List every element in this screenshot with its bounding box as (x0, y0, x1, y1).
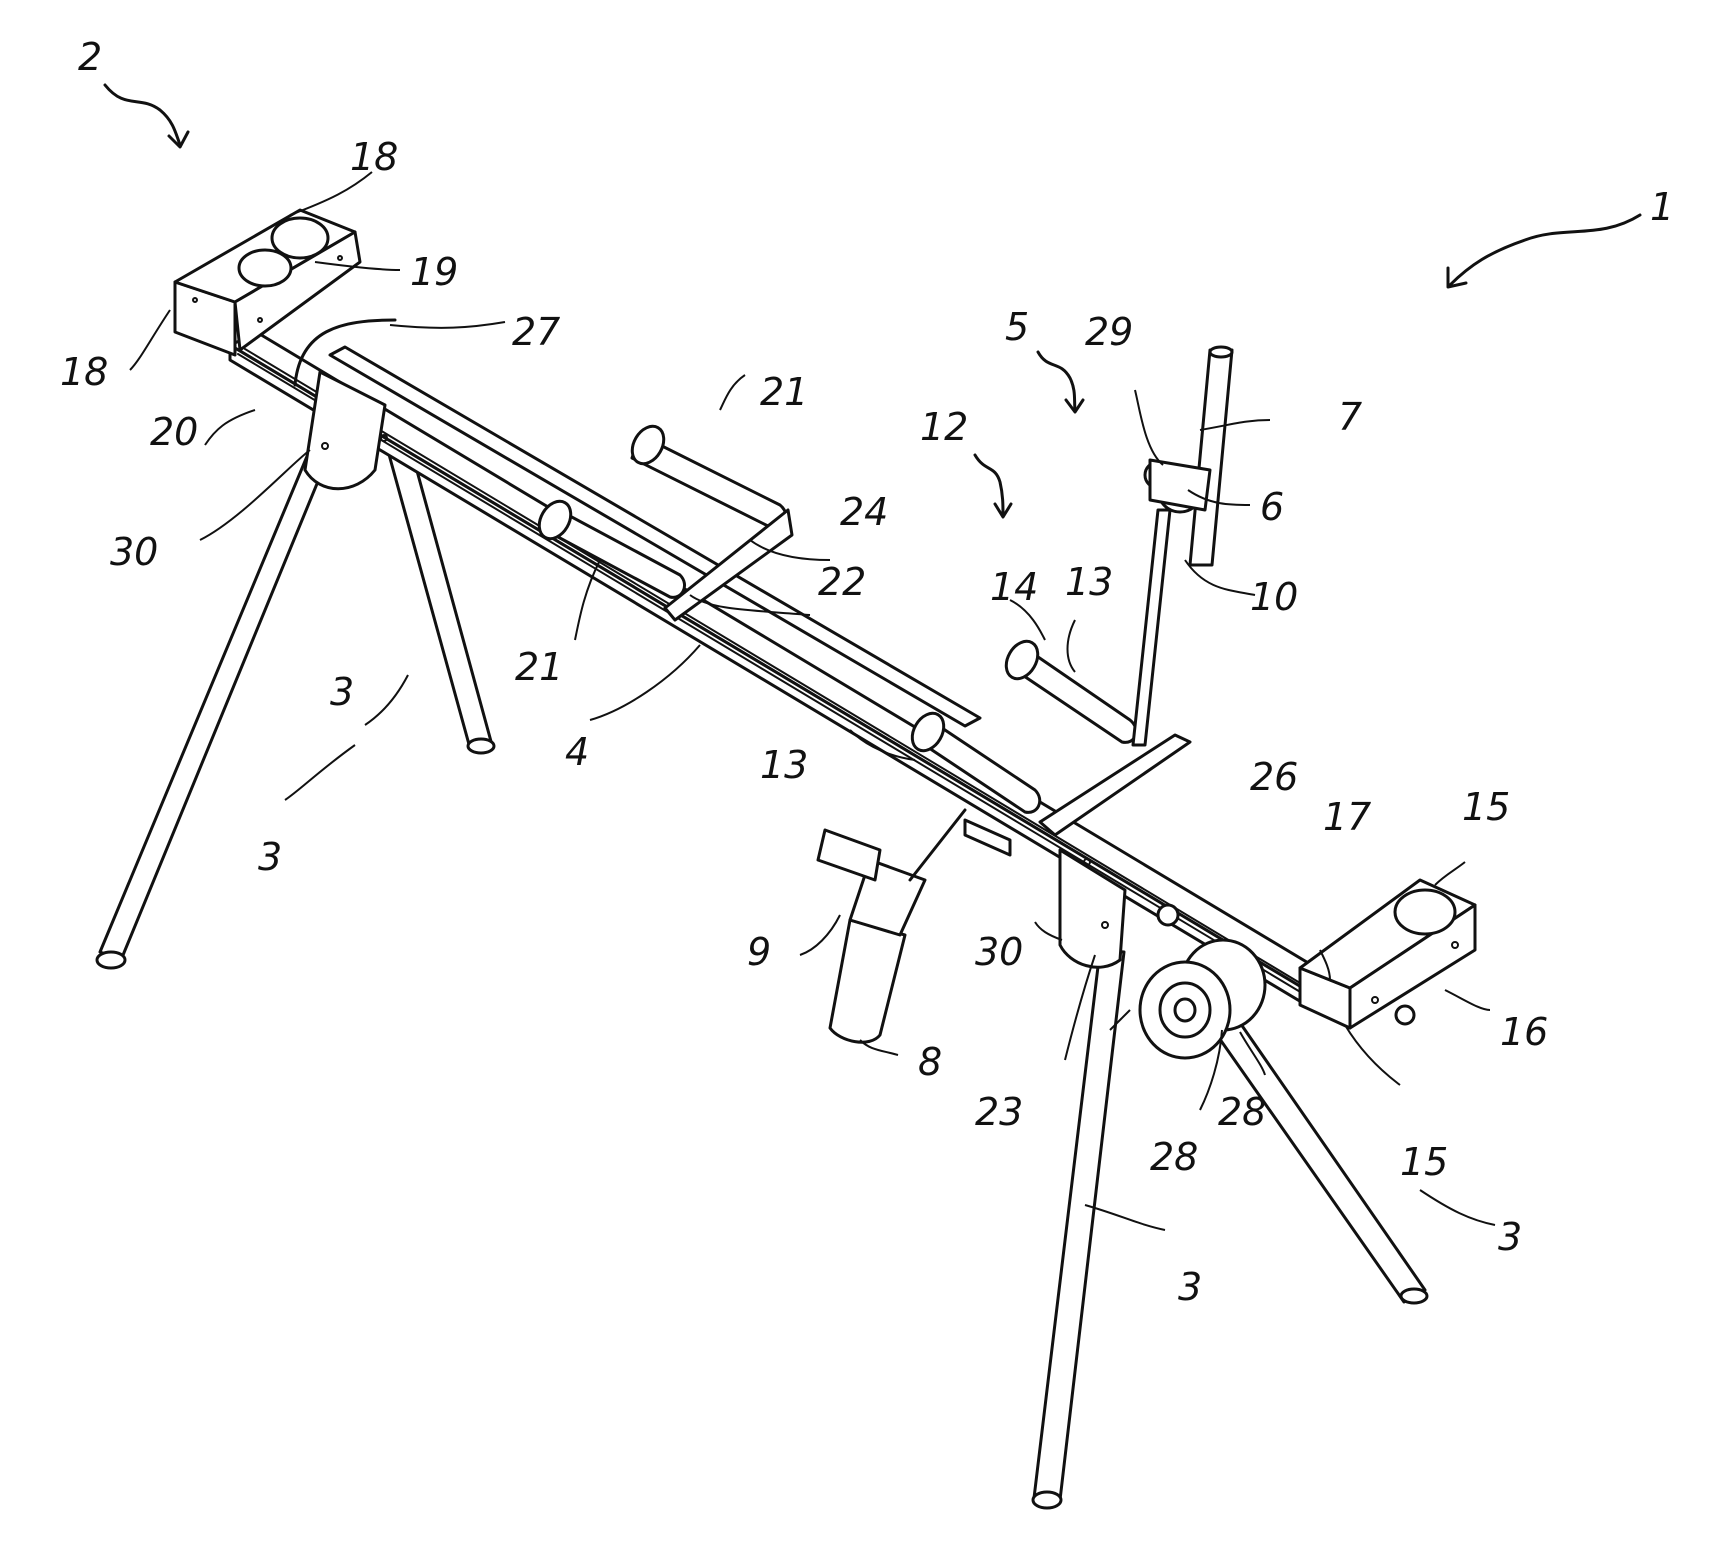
leg-foot-front-center (1033, 1492, 1061, 1508)
label-3-inner: 3 (330, 670, 354, 714)
label-14: 14 (990, 565, 1038, 609)
label-21-top: 21 (760, 370, 808, 414)
leg-foot-front-right (1401, 1289, 1427, 1303)
plate-14 (1040, 735, 1190, 835)
label-30-left: 30 (110, 530, 158, 574)
label-15-top: 15 (1462, 785, 1510, 829)
beam-rail-line-2 (238, 354, 1322, 1005)
handle-7 (1190, 350, 1232, 565)
part-9 (818, 830, 880, 880)
label-3-front-center: 3 (1178, 1265, 1202, 1309)
leg-rear-left-outer (100, 430, 335, 960)
label-8: 8 (918, 1040, 942, 1084)
rear-roller-assembly (175, 210, 360, 355)
label-6: 6 (1260, 485, 1284, 529)
label-29: 29 (1085, 310, 1133, 354)
label-16: 16 (1500, 1010, 1548, 1054)
label-4: 4 (565, 730, 589, 774)
label-5: 5 (1005, 305, 1029, 349)
label-20: 20 (150, 410, 198, 454)
label-10: 10 (1250, 575, 1298, 619)
label-24: 24 (840, 490, 888, 534)
label-28-left: 28 (1150, 1135, 1198, 1179)
leg-foot-rear-left-inner (468, 739, 494, 753)
label-19: 19 (410, 250, 458, 294)
roller-15 (1395, 890, 1455, 934)
label-26: 26 (1250, 755, 1298, 799)
label-22: 22 (818, 560, 866, 604)
label-3-outer: 3 (258, 835, 282, 879)
arrow-1 (1450, 215, 1640, 285)
label-13-left: 13 (760, 743, 808, 787)
label-18-top: 18 (350, 135, 398, 179)
arrow-12 (975, 455, 1003, 515)
lower-handle-assembly (818, 810, 965, 1042)
vertical-column (1133, 510, 1170, 745)
arrow-5 (1038, 352, 1075, 410)
label-27: 27 (512, 310, 560, 354)
leg-foot-rear-left-outer (97, 952, 125, 968)
front-roller-assembly (1300, 880, 1475, 1028)
label-3-front-right: 3 (1498, 1215, 1522, 1259)
beam-top-face (230, 333, 1345, 997)
column-assembly (1133, 347, 1232, 745)
leg-front-center (1034, 950, 1124, 1500)
label-1: 1 (1650, 185, 1674, 229)
rear-roller-18b (239, 250, 291, 286)
label-15-bottom: 15 (1400, 1140, 1448, 1184)
label-18-left: 18 (60, 350, 108, 394)
label-21-left: 21 (515, 645, 563, 689)
bracket-30-left (305, 372, 385, 489)
label-7: 7 (1338, 395, 1362, 439)
label-12: 12 (920, 405, 968, 449)
label-23: 23 (975, 1090, 1023, 1134)
label-2: 2 (78, 35, 102, 79)
label-17: 17 (1323, 795, 1371, 839)
label-30-right: 30 (975, 930, 1023, 974)
label-9: 9 (747, 930, 771, 974)
label-13-top: 13 (1065, 560, 1113, 604)
beam-side-face (230, 345, 1318, 1012)
label-28-right: 28 (1218, 1090, 1266, 1134)
handle-8 (830, 920, 905, 1042)
